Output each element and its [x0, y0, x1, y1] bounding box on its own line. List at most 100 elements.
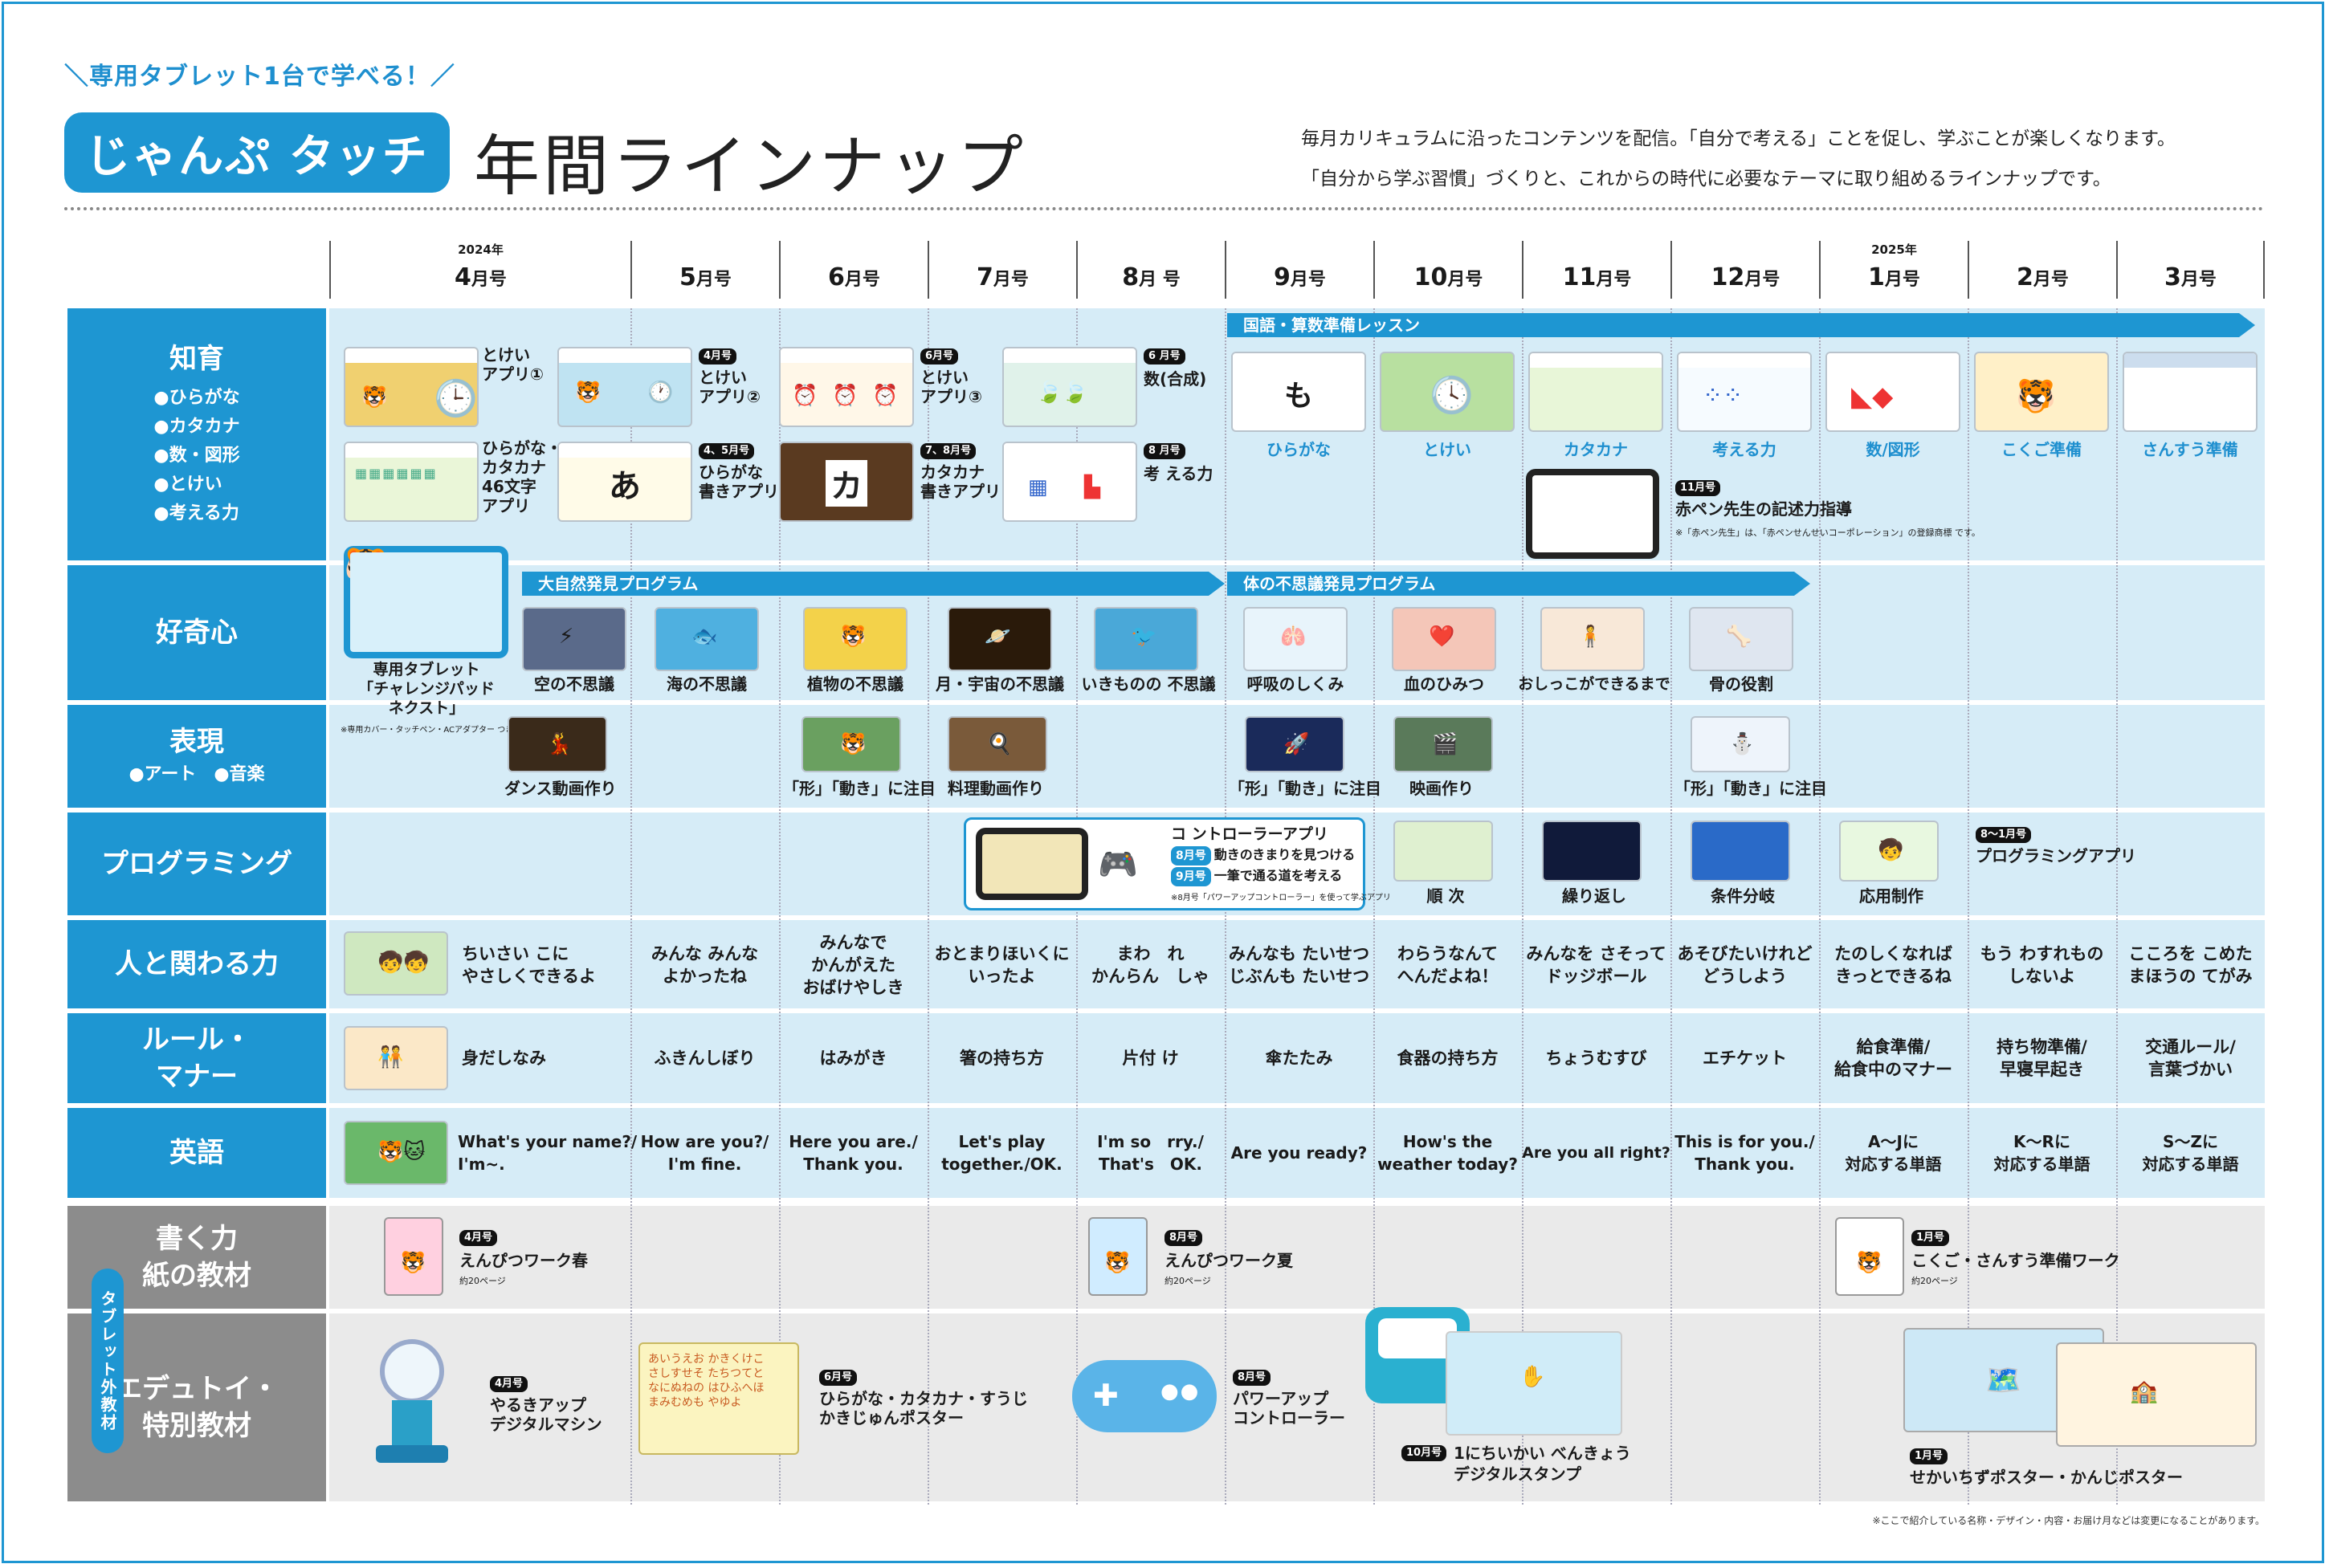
gamepad-icon: 🎮 — [1098, 846, 1138, 883]
arrow-body: 体の不思議発見プログラム — [1227, 572, 1810, 596]
hito-cell-jan: たのしくなればきっとできるね — [1834, 944, 1952, 986]
label-katachi-1: 「形」「動き」に注目 — [783, 779, 936, 798]
grid-icon: ▦▦▦▦▦▦ — [355, 466, 438, 481]
label-eiga: 映画作り — [1409, 779, 1474, 798]
character-icon: 🐯 — [400, 1251, 426, 1275]
planet-icon: 🪐 — [985, 625, 1011, 649]
label-book-summer: えんぴつワーク夏 — [1164, 1251, 1293, 1270]
note-tablet: ※専用カバー・タッチペン・ACアダプター つき — [341, 726, 514, 735]
thumb-hira46: ▦▦▦▦▦▦ — [344, 442, 479, 522]
footnote: ※ここで紹介している名称・デザイン・内容・お届け月などは変更になることがあります… — [1872, 1515, 2266, 1526]
thumb-oshikko: 🧍 — [1540, 607, 1645, 671]
classroom-icon: 🏫 — [2130, 1378, 2158, 1404]
fish-icon: 🐟 — [691, 625, 718, 649]
thumb-lesson-hiragana: も — [1231, 352, 1366, 432]
thumb-shokubutsu: 🐯 — [803, 607, 908, 671]
label-tokei-1: とけいアプリ① — [482, 345, 544, 384]
stamp-tablet: ✋ — [1446, 1331, 1622, 1436]
character-icon: 🐯 — [840, 732, 867, 756]
label-tokei-2: とけいアプリ② — [699, 368, 761, 406]
controller-app-line-2: 9月号一筆で通る道を考える — [1171, 866, 1342, 886]
character-icon: 🐯 — [575, 381, 602, 405]
divider — [64, 207, 2265, 210]
label-yaruki: やるきアップデジタルマシン — [490, 1395, 602, 1434]
character-icon: 🧒 — [1878, 838, 1904, 862]
film-icon: 🎬 — [1432, 732, 1458, 756]
rule-cell-jul: 箸の持ち方 — [960, 1049, 1044, 1068]
hito-cell-jul: おとまりほいくにいったよ — [934, 944, 1070, 986]
thumb-kokyu: 🫁 — [1243, 607, 1348, 671]
rule-cell-apr: 身だしなみ — [462, 1049, 546, 1068]
thumb-ikimono: 🐦 — [1094, 607, 1198, 671]
label-chi: 血のひみつ — [1404, 674, 1484, 694]
eigo-cell-sep: Are you ready? — [1230, 1143, 1368, 1163]
label-posters: せかいちずポスター・かんじポスター — [1910, 1468, 2183, 1487]
label-oshikko: おしっこができるまで — [1518, 675, 1670, 693]
row-label-hito: 人と関わる力 — [67, 920, 326, 1008]
pages-book-winter: 約20ページ — [1911, 1276, 1958, 1286]
label-stamp-2: デジタルスタンプ — [1454, 1464, 1581, 1484]
rule-cell-oct: 食器の持ち方 — [1397, 1049, 1499, 1068]
badge-month: 1月号 — [1911, 1230, 1950, 1246]
thumb-tokei-1: 🕒🐯 — [344, 347, 479, 427]
character-icon: 🐯🐱 — [377, 1140, 426, 1164]
thumb-sora: ⚡ — [522, 607, 626, 671]
hito-cell-sep: みんなも たいせつじぶんも たいせつ — [1228, 944, 1370, 986]
thumb-katachi-2: 🚀 — [1245, 716, 1344, 772]
badge-month: 6 月号 — [1144, 348, 1185, 365]
people-icon: 🧑‍🤝‍🧑 — [377, 1045, 404, 1069]
label-kurikaeshi: 繰り返し — [1562, 886, 1626, 906]
badge-month: 7、8月号 — [920, 443, 977, 459]
clock-icon: ⏰ — [872, 384, 899, 408]
globe-icon: 🗺️ — [1985, 1364, 2021, 1397]
kanji-poster: 🏫 — [2056, 1342, 2257, 1447]
row-label-programming: プログラミング — [67, 813, 326, 915]
intro-line-2: 「自分から学ぶ習慣」づくりと、これからの時代に必要なテーマに取り組めるラインナッ… — [1301, 169, 2111, 189]
shape-icon: ◣◆ — [1851, 381, 1894, 413]
rule-cell-sep: 傘たたみ — [1265, 1049, 1333, 1068]
row-label-edu: エデュトイ・特別教材 — [67, 1313, 326, 1501]
cooking-icon: 🍳 — [986, 732, 1013, 756]
thumb-kurikaeshi — [1542, 821, 1642, 882]
thumb-lesson-sansu — [2123, 352, 2258, 432]
controller-app-line-1: 8月号動きのきまりを見つける — [1171, 845, 1355, 865]
heart-icon: ❤️ — [1429, 625, 1455, 649]
hito-cell-may: みんな みんなよかったね — [651, 944, 759, 986]
hito-cell-aug: まわ れかんらん しゃ — [1091, 944, 1209, 986]
rule-cell-jun: はみがき — [819, 1049, 887, 1068]
tagline: ＼専用タブレット1台で学べる！／ — [64, 63, 455, 91]
row-bg-kaku — [329, 1206, 2265, 1309]
lungs-icon: 🫁 — [1280, 625, 1307, 649]
thumb-lesson-katakana — [1528, 352, 1663, 432]
lightning-icon: ⚡ — [559, 625, 574, 649]
pages-book-spring: 約20ページ — [459, 1276, 506, 1286]
yaruki-machine — [368, 1339, 456, 1468]
book-summer: 🐯 — [1088, 1217, 1148, 1296]
month-august: 8月 号 — [1076, 241, 1225, 299]
badge-month: 4月号 — [459, 1230, 498, 1246]
grid-line — [630, 308, 632, 1505]
buttons-icon: ●● — [1160, 1379, 1201, 1403]
label-ouyou: 応用制作 — [1859, 886, 1923, 906]
thumb-tokei-3: ⏰⏰⏰ — [779, 347, 914, 427]
label-programming-app: プログラミングアプリ — [1976, 846, 2136, 865]
rule-cell-may: ふきんしぼり — [654, 1049, 756, 1068]
label-kakijun: ひらがな・カタカナ・すうじかきじゅんポスター — [819, 1389, 1028, 1427]
hito-cell-dec: あそびたいけれどどうしよう — [1677, 944, 1813, 986]
row-label-rule: ルール・マナー — [67, 1013, 326, 1103]
character-icon: 🐯 — [361, 385, 388, 409]
label-book-spring: えんぴつワーク春 — [459, 1251, 588, 1270]
rule-cell-aug: 片付 け — [1122, 1049, 1179, 1068]
grid-icon: ▦ — [1028, 475, 1048, 499]
label-ikimono: いきものの 不思議 — [1081, 674, 1216, 694]
eigo-cell-nov: Are you all right? — [1522, 1144, 1670, 1162]
label-hira-write: ひらがな書きアプリ — [699, 462, 779, 501]
intro-line-1: 毎月カリキュラムに沿ったコンテンツを配信。「自分で考える」ことを促し、学ぶことが… — [1301, 128, 2176, 149]
thumb-rule: 🧑‍🤝‍🧑 — [344, 1026, 448, 1090]
hito-cell-nov: みんなを さそってドッジボール — [1526, 944, 1666, 986]
badge-month: 4、5月号 — [699, 443, 755, 459]
month-september: 9月号 — [1225, 241, 1373, 299]
thumb-eigo: 🐯🐱 — [344, 1121, 448, 1185]
